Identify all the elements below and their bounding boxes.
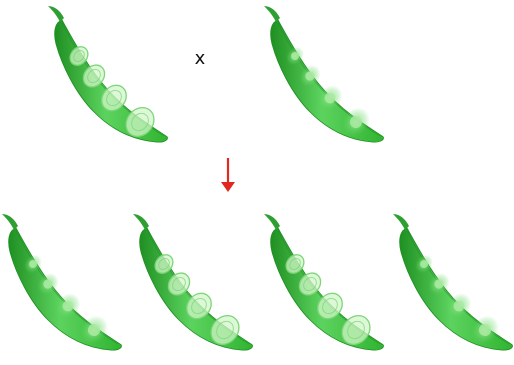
pea-seed: [299, 65, 321, 87]
pea-seed: [186, 292, 212, 320]
pea-seed: [154, 254, 174, 274]
pea-seed: [69, 46, 89, 66]
parent-pea-pod: [264, 6, 384, 143]
pod-stem: [264, 6, 280, 22]
cross-symbol: x: [194, 48, 206, 69]
parent-pea-pod: [48, 6, 168, 143]
pea-seed: [446, 293, 472, 319]
pea-seed: [317, 292, 343, 320]
pea-seed: [428, 273, 450, 295]
pod-body: [270, 19, 384, 143]
pea-seed: [167, 272, 191, 296]
pea-seed: [298, 272, 322, 296]
pea-seed: [342, 107, 370, 137]
arrow-head: [221, 182, 235, 192]
offspring-pea-pod: [393, 214, 513, 351]
pea-seed: [80, 315, 108, 345]
pea-seed: [24, 254, 42, 274]
offspring-pea-pod: [264, 214, 384, 351]
pea-seed: [285, 254, 305, 274]
pod-body: [8, 227, 122, 351]
pea-seed: [317, 85, 343, 111]
pod-stem: [393, 214, 409, 230]
offspring-pea-pod: [133, 214, 253, 351]
pea-seed: [471, 315, 499, 345]
cross-arrow: [221, 158, 235, 192]
pea-seed: [101, 84, 127, 112]
offspring-pea-pod: [2, 214, 122, 351]
pod-stem: [264, 214, 280, 230]
pea-seed: [125, 106, 155, 138]
pea-seed: [82, 64, 106, 88]
pod-stem: [2, 214, 18, 230]
pea-seed: [37, 273, 59, 295]
pea-seed: [55, 293, 81, 319]
pod-body: [399, 227, 513, 351]
pea-seed: [286, 46, 304, 66]
pod-stem: [48, 6, 64, 22]
pea-seed: [210, 314, 240, 346]
pea-seed: [415, 254, 433, 274]
pea-seed: [341, 314, 371, 346]
pod-stem: [133, 214, 149, 230]
